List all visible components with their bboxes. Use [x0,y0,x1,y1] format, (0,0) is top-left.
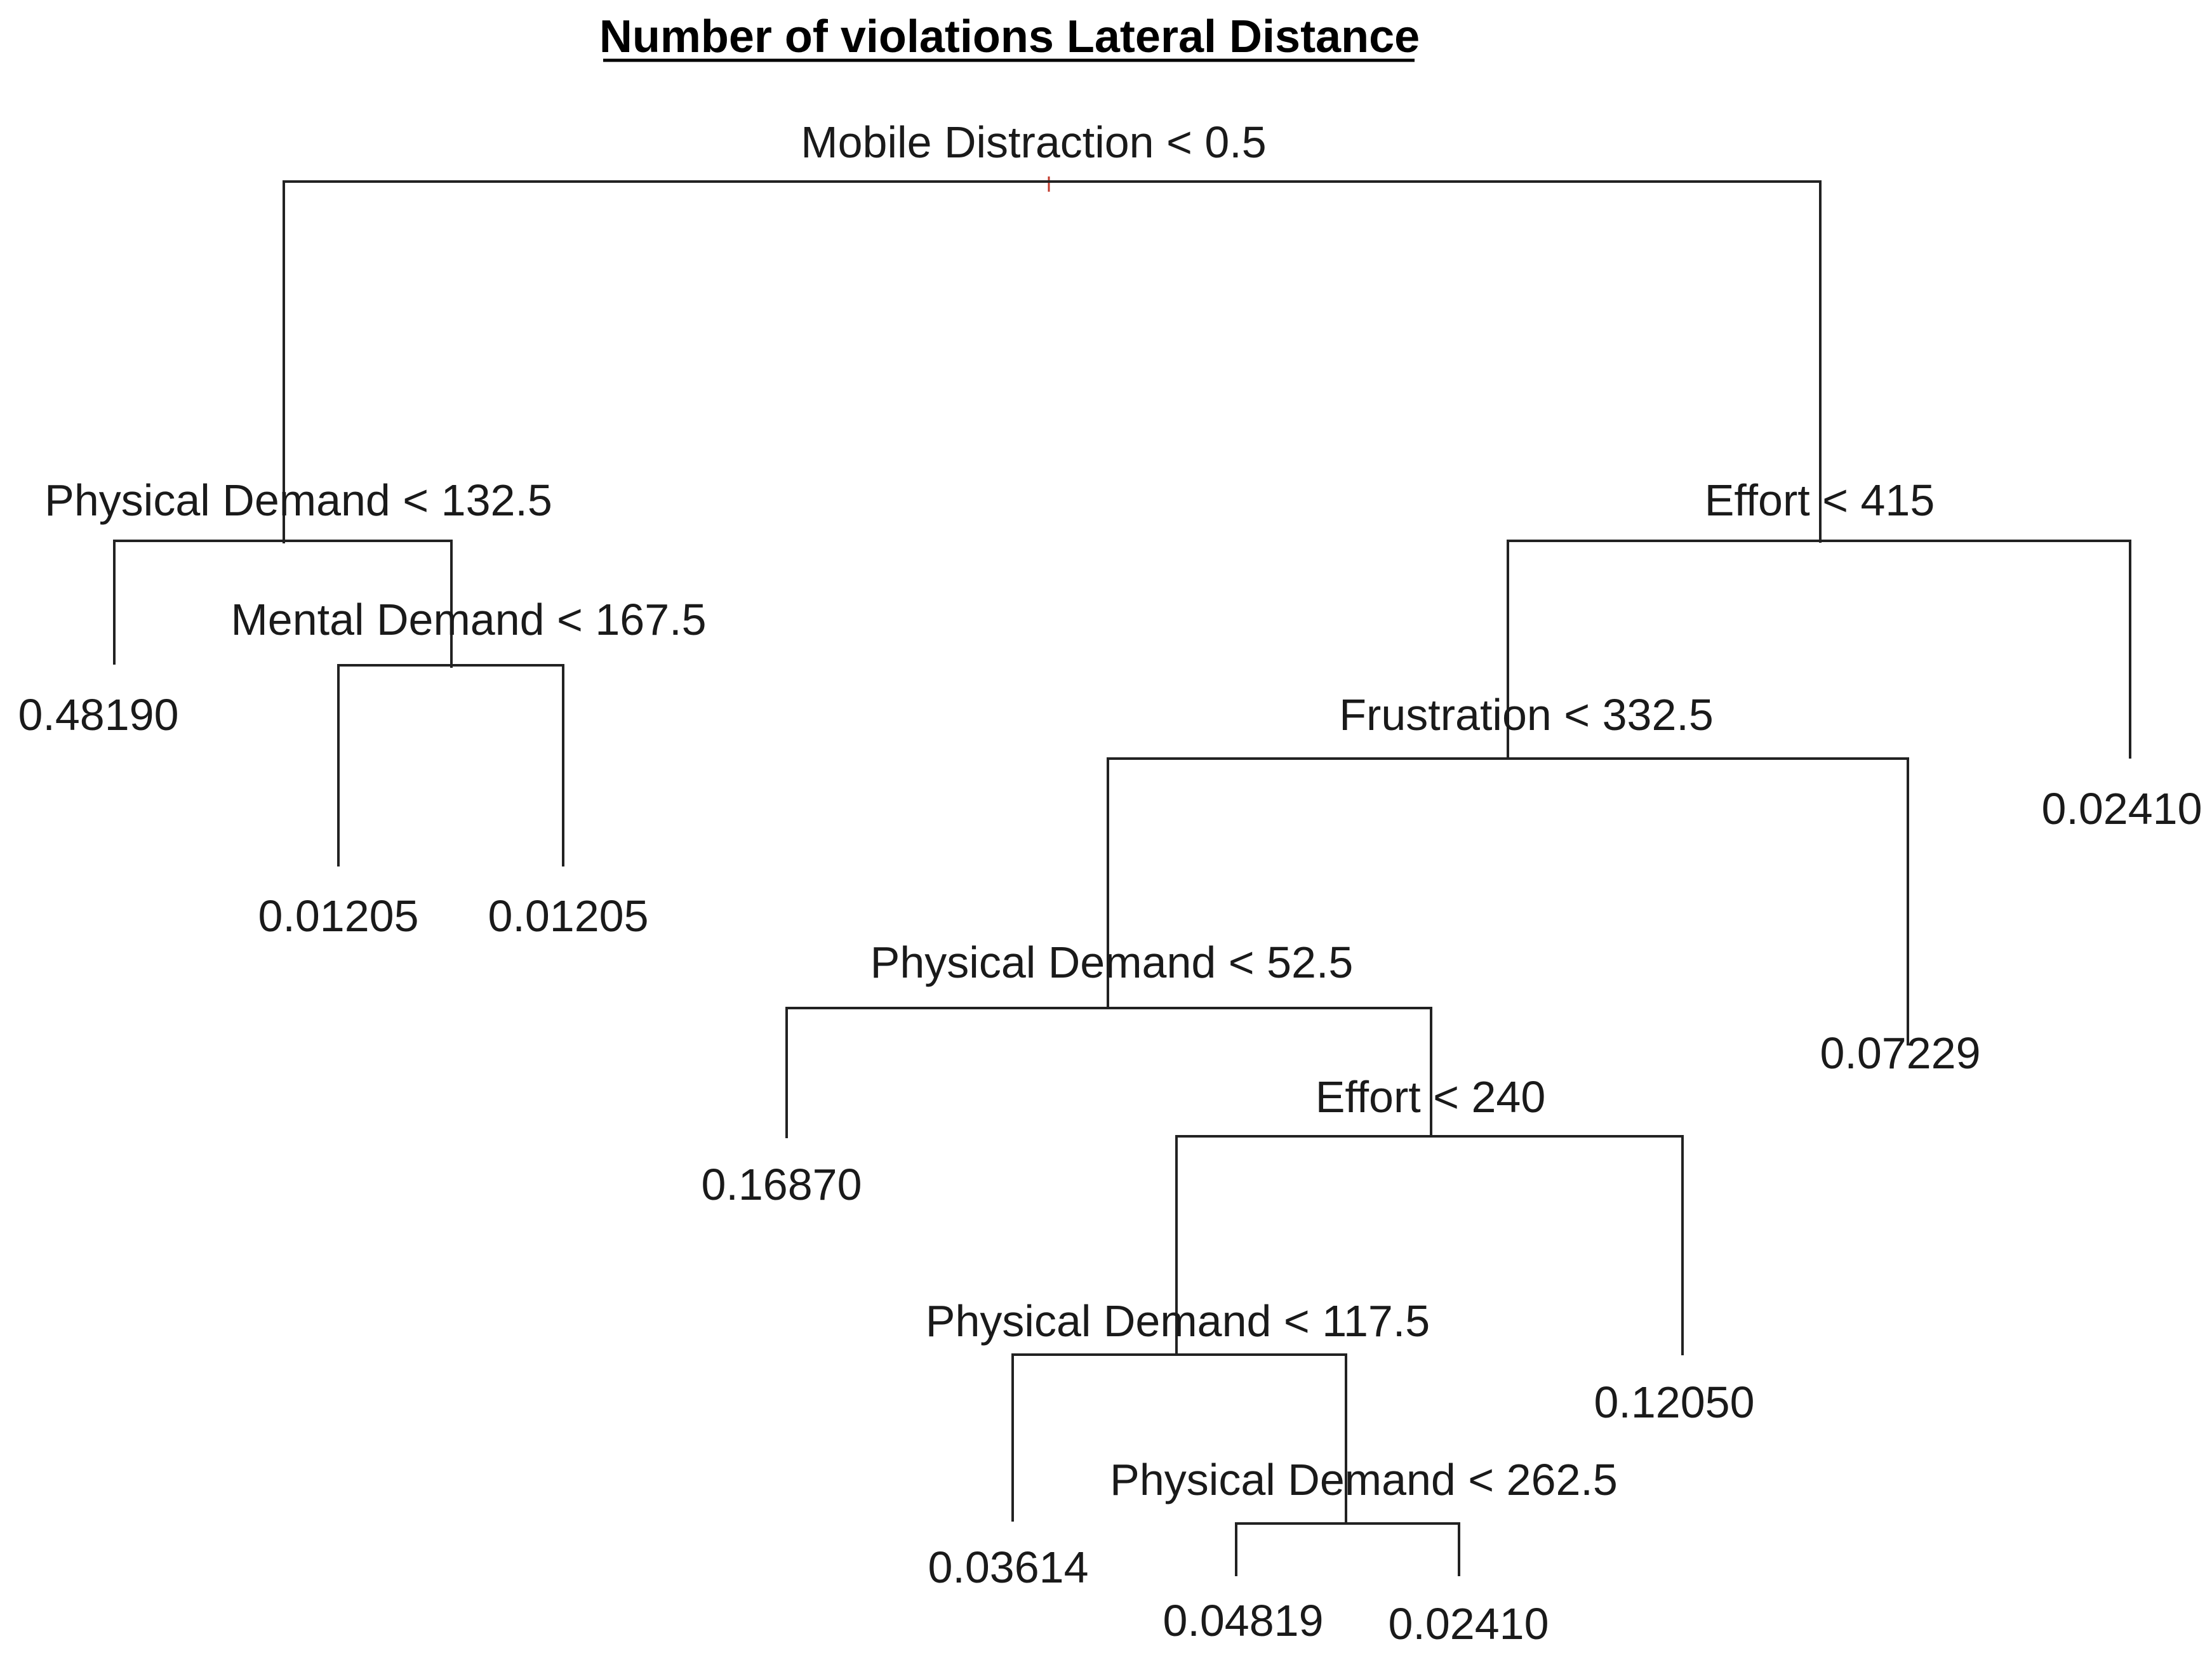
leaf-value-0-01205-right: 0.01205 [488,891,648,941]
leaf-value-0-04819: 0.04819 [1163,1596,1323,1645]
split-label-physical-demand-262-5: Physical Demand < 262.5 [1110,1455,1618,1504]
leaf-value-0-02410-effort: 0.02410 [2041,784,2202,833]
split-label-physical-demand-52-5: Physical Demand < 52.5 [870,938,1354,987]
edge-effort-240 [1175,1135,1684,1355]
leaf-value-0-03614: 0.03614 [928,1543,1088,1592]
leaf-value-0-12050: 0.12050 [1594,1378,1754,1427]
split-label-effort-240: Effort < 240 [1316,1072,1546,1122]
edge-effort-415 [1507,540,2131,759]
edge-root-branches [283,180,1822,543]
edge-physical-demand-52-5 [785,1007,1432,1138]
edge-physical-demand-132-5 [113,540,453,668]
leaf-value-0-48190: 0.48190 [18,690,178,740]
split-label-effort-415: Effort < 415 [1705,475,1935,525]
diagram-title: Number of violations Lateral Distance [599,11,1420,62]
edge-mental-demand-167-5 [337,664,564,866]
edge-physical-demand-117-5 [1011,1353,1347,1524]
edge-physical-demand-262-5 [1235,1522,1460,1576]
split-label-mental-demand-167-5: Mental Demand < 167.5 [230,595,706,644]
split-label-physical-demand-132-5: Physical Demand < 132.5 [44,475,552,525]
leaf-value-0-07229: 0.07229 [1820,1028,1980,1078]
leaf-value-0-02410-bottom: 0.02410 [1388,1599,1549,1649]
split-label-frustration-332-5: Frustration < 332.5 [1339,690,1714,740]
leaf-value-0-01205-left: 0.01205 [258,891,418,941]
split-label-mobile-distraction: Mobile Distraction < 0.5 [801,117,1266,167]
edge-frustration-332-5 [1107,757,1909,1046]
leaf-value-0-16870: 0.16870 [701,1160,862,1209]
split-label-physical-demand-117-5: Physical Demand < 117.5 [926,1296,1430,1346]
